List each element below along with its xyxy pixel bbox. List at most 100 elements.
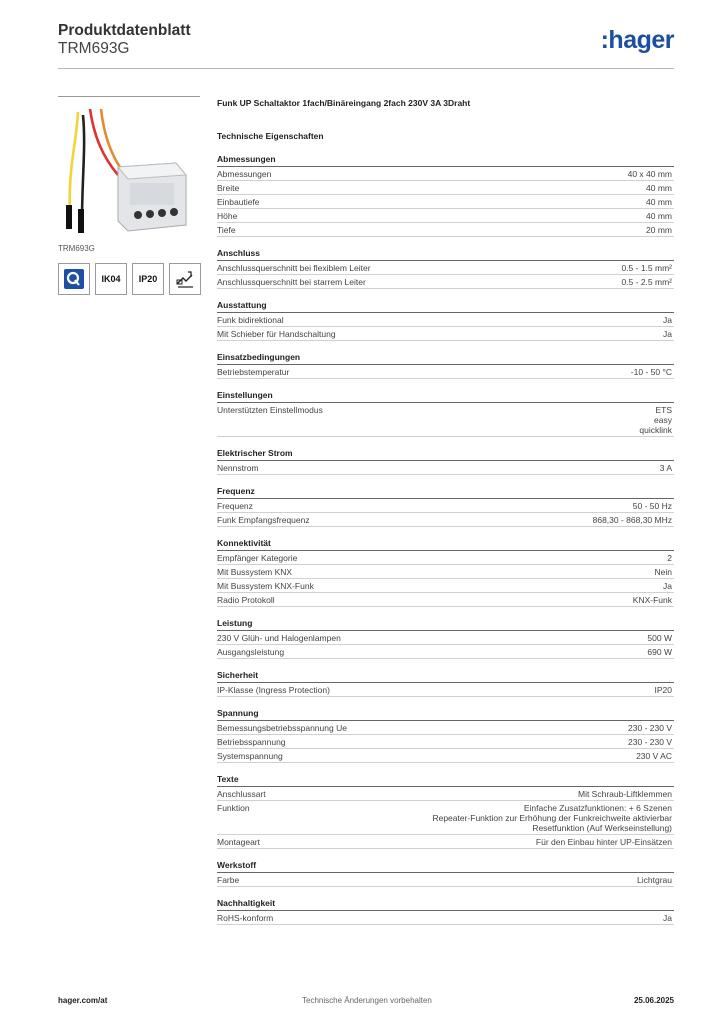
spec-row: Nennstrom 3 A <box>217 461 674 475</box>
hager-logo: :hager <box>600 26 675 54</box>
spec-value: Ja <box>663 315 672 325</box>
footer-website: hager.com/at <box>58 996 108 1005</box>
spec-row: Höhe 40 mm <box>217 209 674 223</box>
spec-value: Lichtgrau <box>637 875 672 885</box>
header-divider <box>58 68 674 69</box>
spec-label: Ausgangsleistung <box>217 647 285 657</box>
spec-label: Anschlussquerschnitt bei starrem Leiter <box>217 277 366 287</box>
section-title: Leistung <box>217 616 674 631</box>
spec-row: Betriebstemperatur-10 - 50 °C <box>217 365 674 379</box>
spec-value: 40 mm <box>646 211 672 221</box>
spec-value: 230 - 230 V <box>628 723 672 733</box>
spec-label: Tiefe <box>217 225 236 235</box>
section-title: Werkstoff <box>217 858 674 873</box>
spec-label: Funktion <box>217 803 250 813</box>
spec-value: 50 - 50 Hz <box>632 501 672 511</box>
spec-value: 0.5 - 1.5 mm² <box>621 263 672 273</box>
spec-row: Empfänger Kategorie 2 <box>217 551 674 565</box>
installation-symbol-badge <box>169 263 201 295</box>
section-title: Abmessungen <box>217 152 674 167</box>
section-title: Einsatzbedingungen <box>217 350 674 365</box>
spec-label: IP-Klasse (Ingress Protection) <box>217 685 330 695</box>
spec-label: Bemessungsbetriebsspannung Ue <box>217 723 347 733</box>
spec-row: RoHS-konform Ja <box>217 911 674 925</box>
spec-value: KNX-Funk <box>632 595 672 605</box>
spec-label: Betriebstemperatur <box>217 367 290 377</box>
spec-row: IP-Klasse (Ingress Protection) IP20 <box>217 683 674 697</box>
spec-value: Für den Einbau hinter UP-Einsätzen <box>535 837 672 847</box>
ik-rating-badge: IK04 <box>95 263 127 295</box>
spec-label: Anschlussquerschnitt bei flexiblem Leite… <box>217 263 371 273</box>
spec-value: Nein <box>654 567 672 577</box>
quality-badge <box>58 263 90 295</box>
technical-properties-heading: Technische Eigenschaften <box>217 131 324 141</box>
spec-label: Frequenz <box>217 501 253 511</box>
page-title: Produktdatenblatt <box>58 22 191 39</box>
spec-value: 40 x 40 mm <box>627 169 672 179</box>
product-image <box>58 96 200 241</box>
spec-label: RoHS-konform <box>217 913 274 923</box>
spec-value: Mit Schraub-Liftklemmen <box>577 789 672 799</box>
spec-row: Anschlussart Mit Schraub-Liftklemmen <box>217 787 674 801</box>
spec-row: Bemessungsbetriebsspannung Ue 230 - 230 V <box>217 721 674 735</box>
spec-value: IP20 <box>654 685 673 695</box>
spec-label: Montageart <box>217 837 260 847</box>
spec-label: 230 V Glüh- und Halogenlampen <box>217 633 341 643</box>
spec-value: Ja <box>663 913 672 923</box>
spec-label: Anschlussart <box>217 789 266 799</box>
spec-label: Nennstrom <box>217 463 259 473</box>
mounting-hand-icon <box>176 271 193 288</box>
spec-row: Anschlussquerschnitt bei flexiblem Leite… <box>217 261 674 275</box>
spec-value: ETS easy quicklink <box>639 405 672 435</box>
spec-row: Anschlussquerschnitt bei starrem Leiter 0… <box>217 275 674 289</box>
spec-label: Einbautiefe <box>217 197 260 207</box>
spec-value: 40 mm <box>646 183 672 193</box>
spec-value: 2 <box>667 553 672 563</box>
quality-q-icon <box>64 269 84 289</box>
section-title: Texte <box>217 772 674 787</box>
spec-label: Breite <box>217 183 240 193</box>
spec-row: Farbe Lichtgrau <box>217 873 674 887</box>
section-title: Konnektivität <box>217 536 674 551</box>
spec-label: Empfänger Kategorie <box>217 553 298 563</box>
footer-date: 25.06.2025 <box>633 996 674 1005</box>
footer-disclaimer: Technische Änderungen vorbehalten <box>302 996 432 1005</box>
spec-value: Ja <box>663 581 672 591</box>
spec-value: 3 A <box>659 463 672 473</box>
spec-label: Betriebsspannung <box>217 737 286 747</box>
spec-label: Farbe <box>217 875 240 885</box>
spec-value: 0.5 - 2.5 mm² <box>621 277 672 287</box>
ip-rating-badge: IP20 <box>132 263 164 295</box>
spec-label: Höhe <box>217 211 238 221</box>
spec-value: 230 V AC <box>636 751 672 761</box>
certification-badges: IK04 IP20 <box>58 263 201 295</box>
spec-value: Ja <box>663 329 672 339</box>
section-title: Nachhaltigkeit <box>217 896 674 911</box>
section-title: Einstellungen <box>217 388 674 403</box>
spec-label: Mit Bussystem KNX-Funk <box>217 581 314 591</box>
spec-row: Montageart Für den Einbau hinter UP-Einsä… <box>217 835 674 849</box>
image-caption: TRM693G <box>58 244 95 253</box>
